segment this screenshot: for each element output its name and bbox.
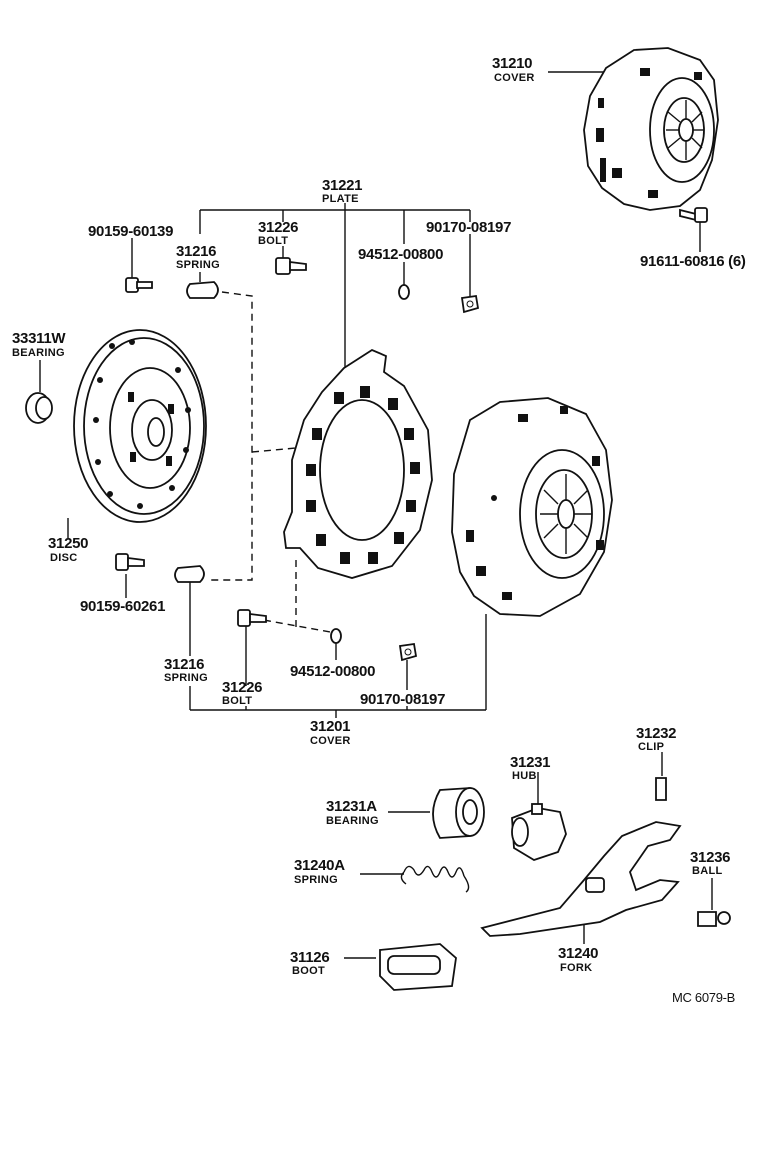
label-31236-number: 31236 (690, 849, 730, 866)
label-94512-00800-top: 94512-00800 (358, 246, 443, 263)
leader-lines (39, 71, 713, 959)
label-31126-name: BOOT (292, 965, 325, 977)
label-31216-bottom-number: 31216 (164, 656, 204, 673)
part-labels: 31210 COVER 31221 PLATE 90159-60139 3121… (12, 55, 746, 1005)
label-90170-08197-bottom: 90170-08197 (360, 691, 445, 708)
bolt-31226-bottom-drawing (237, 609, 267, 627)
label-31126-number: 31126 (290, 949, 329, 966)
nut-90170-08197-bottom-drawing (398, 642, 418, 662)
label-31250-number: 31250 (48, 535, 88, 552)
release-fork-31240-drawing (480, 821, 682, 937)
label-31231a-number: 31231A (326, 798, 377, 815)
label-31231a-name: BEARING (326, 815, 379, 827)
clutch-cover-31210-drawing (583, 47, 719, 211)
clutch-cover-31201-drawing (451, 397, 613, 617)
label-31232-name: CLIP (638, 741, 664, 753)
label-31201-number: 31201 (310, 718, 350, 735)
pressure-plate-31221-drawing (283, 348, 433, 579)
release-bearing-31231a-drawing (432, 787, 485, 839)
diagram-code: MC 6079-B (672, 990, 735, 1005)
ball-31236-drawing (697, 911, 731, 927)
bolt-90159-60139-drawing (125, 277, 153, 293)
label-31210-name: COVER (494, 72, 535, 84)
bolt-91611-60816-drawing (679, 207, 708, 223)
hub-31231-drawing (511, 803, 567, 861)
washer-94512-00800-top-drawing (398, 284, 410, 300)
label-31240-number: 31240 (558, 945, 598, 962)
boot-31126-drawing (379, 943, 457, 991)
label-31240a-number: 31240A (294, 857, 345, 874)
label-31226-top-number: 31226 (258, 219, 298, 236)
label-31232-number: 31232 (636, 725, 676, 742)
label-31210-number: 31210 (492, 55, 532, 72)
label-90170-08197-top: 90170-08197 (426, 219, 511, 236)
bolt-90159-60261-drawing (115, 553, 145, 571)
label-31226-bottom-name: BOLT (222, 695, 252, 707)
label-31201-name: COVER (310, 735, 351, 747)
label-90159-60139: 90159-60139 (88, 223, 173, 240)
label-31221-number: 31221 (322, 177, 362, 194)
label-31216-top-number: 31216 (176, 243, 216, 260)
fork-spring-31240a-drawing (400, 865, 470, 893)
label-31216-bottom-name: SPRING (164, 672, 208, 684)
label-31231-name: HUB (512, 770, 537, 782)
washer-94512-00800-bottom-drawing (330, 628, 342, 644)
label-91611-60816: 91611-60816 (6) (640, 253, 746, 270)
label-33311w-number: 33311W (12, 330, 66, 347)
clutch-disc-31250-drawing (73, 329, 207, 523)
label-33311w-name: BEARING (12, 347, 65, 359)
label-90159-60261: 90159-60261 (80, 598, 165, 615)
nut-90170-08197-top-drawing (460, 294, 480, 314)
label-31236-name: BALL (692, 865, 723, 877)
label-31216-top-name: SPRING (176, 259, 220, 271)
bearing-33311w-drawing (25, 392, 53, 424)
label-31240-name: FORK (560, 962, 592, 974)
spring-31216-bottom-drawing (174, 565, 205, 583)
clip-31232-drawing (655, 777, 667, 801)
bolt-31226-top-drawing (275, 257, 307, 275)
label-31231-number: 31231 (510, 754, 550, 771)
label-94512-00800-bottom: 94512-00800 (290, 663, 375, 680)
label-31226-top-name: BOLT (258, 235, 288, 247)
label-31240a-name: SPRING (294, 874, 338, 886)
label-31250-name: DISC (50, 552, 77, 564)
label-31226-bottom-number: 31226 (222, 679, 262, 696)
spring-31216-top-drawing (186, 281, 219, 299)
label-31221-name: PLATE (322, 193, 359, 205)
